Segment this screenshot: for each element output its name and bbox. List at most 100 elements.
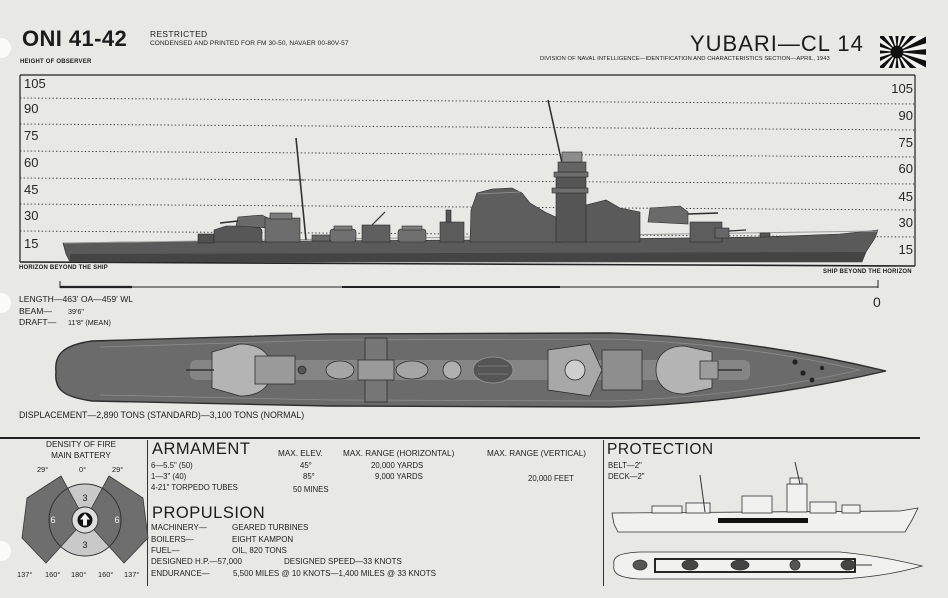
height-label-left: 45: [24, 182, 39, 197]
binder-hole: [0, 38, 11, 58]
height-label-left: 105: [24, 76, 46, 91]
designed-hp: DESIGNED H.P.—57,000: [151, 557, 243, 566]
forward-superstructure: [585, 199, 641, 243]
propulsion-heading: PROPULSION: [152, 504, 266, 522]
boilers-label: BOILERS—: [151, 535, 194, 544]
arc-angle-label: 0°: [79, 465, 87, 474]
weapon-name: 4-21" TORPEDO TUBES: [151, 483, 238, 492]
starboard-arc-count: 6: [114, 515, 120, 525]
density-of-fire-title: DENSITY OF FIRE: [46, 440, 116, 449]
aft-turret: [235, 214, 271, 229]
height-label-left: 15: [24, 236, 39, 251]
height-label-right: 15: [898, 242, 913, 257]
arc-angle-label: 29°: [37, 465, 49, 474]
range-horizontal: 20,000 YARDS: [371, 461, 424, 470]
flag-ray: [880, 50, 897, 54]
column-header-range-vertical: MAX. RANGE (VERTICAL): [487, 449, 587, 458]
beam-label: BEAM—: [19, 306, 52, 316]
height-label-left: 30: [24, 208, 39, 223]
flag-ray: [888, 52, 897, 68]
column-header-max-elev: MAX. ELEV.: [278, 449, 323, 458]
height-label-right: 75: [898, 135, 913, 150]
print-note: CONDENSED AND PRINTED FOR FM 30-50, NAVA…: [150, 40, 349, 47]
flag-ray: [895, 52, 899, 68]
range-horizontal: 9,000 YARDS: [375, 472, 423, 481]
protection-plan-hull: [613, 551, 924, 580]
machinery-label: MACHINERY—: [151, 523, 207, 532]
forward-turret: [647, 205, 689, 225]
protection-heading: PROTECTION: [607, 441, 714, 458]
weapon-name: 6—5.5" (50): [151, 461, 193, 470]
draft-label: DRAFT—: [19, 317, 57, 327]
endurance-label: ENDURANCE—: [151, 569, 210, 578]
belt-armor-band: [718, 518, 808, 523]
length-line: LENGTH—463' OA—459' WL: [19, 294, 134, 304]
plan-torpedo-mount: [395, 360, 429, 380]
gun-director: [561, 151, 583, 163]
flag-ray: [888, 36, 897, 52]
arc-angle-label: 137°: [17, 570, 33, 579]
port-fire-arc: [21, 475, 86, 564]
protection-profile-funnel: [741, 495, 773, 514]
aft-arc-count: 3: [82, 540, 88, 550]
flag-ray: [895, 36, 899, 52]
height-label-left: 60: [24, 155, 39, 170]
mainmast: [295, 137, 307, 241]
bridge-tower: [555, 175, 587, 243]
horizon-beyond-ship-label: HORIZON BEYOND THE SHIP: [19, 265, 108, 271]
density-of-fire-subtitle: MAIN BATTERY: [51, 451, 111, 460]
port-arc-count: 6: [50, 515, 56, 525]
range-zero-label: 0: [873, 294, 881, 310]
starboard-fire-arc: [84, 475, 149, 564]
midship-deckhouse: [361, 224, 391, 243]
plan-forward-turret: [655, 345, 713, 395]
ship-title: YUBARI—CL 14: [690, 31, 864, 56]
flag-ray: [897, 52, 917, 68]
arc-angle-label: 160°: [45, 570, 61, 579]
height-label-left: 75: [24, 128, 39, 143]
height-label-right: 60: [898, 161, 913, 176]
max-elevation: 45°: [300, 461, 312, 470]
fuel-label: FUEL—: [151, 546, 180, 555]
armament-heading: ARMAMENT: [152, 440, 251, 458]
endurance-value: 5,500 MILES @ 10 KNOTS—1,400 MILES @ 33 …: [233, 569, 436, 578]
height-label-right: 90: [898, 108, 913, 123]
protection-profile-bridge: [786, 483, 808, 513]
height-of-observer-label: HEIGHT OF OBSERVER: [20, 59, 92, 65]
belt-armor: BELT—2": [608, 461, 642, 470]
arc-angle-label: 180°: [71, 570, 87, 579]
foremast: [547, 99, 565, 173]
rising-sun-ensign-icon: [880, 36, 926, 68]
designed-speed: DESIGNED SPEED—33 KNOTS: [284, 557, 402, 566]
column-divider: [147, 440, 148, 586]
arc-angle-label: 137°: [124, 570, 140, 579]
aft-superstructure: [264, 217, 301, 243]
section-divider: [0, 437, 920, 439]
height-label-left: 90: [24, 101, 39, 116]
classification-label: RESTRICTED: [150, 29, 208, 39]
beam-value: 39'6": [68, 307, 84, 316]
column-header-range-horizontal: MAX. RANGE (HORIZONTAL): [343, 449, 455, 458]
mines-count: 50 MINES: [293, 485, 329, 494]
arc-angle-label: 160°: [98, 570, 114, 579]
arc-angle-label: 29°: [112, 465, 124, 474]
flag-ray: [897, 36, 906, 52]
binder-hole: [0, 541, 11, 561]
height-label-right: 30: [898, 215, 913, 230]
max-elevation: 85°: [303, 472, 315, 481]
height-label-right: 45: [898, 189, 913, 204]
boilers-value: EIGHT KAMPON: [232, 535, 294, 544]
ship-beyond-horizon-label: SHIP BEYOND THE HORIZON: [823, 269, 912, 275]
flag-ray: [897, 36, 926, 52]
fuel-value: OIL, 820 TONS: [232, 546, 287, 555]
flag-ray: [897, 49, 926, 55]
range-vertical: 20,000 FEET: [528, 474, 574, 483]
ship-heading-arrow-icon: [77, 512, 93, 528]
binder-hole: [0, 293, 11, 313]
forward-single-mount: [714, 227, 730, 239]
